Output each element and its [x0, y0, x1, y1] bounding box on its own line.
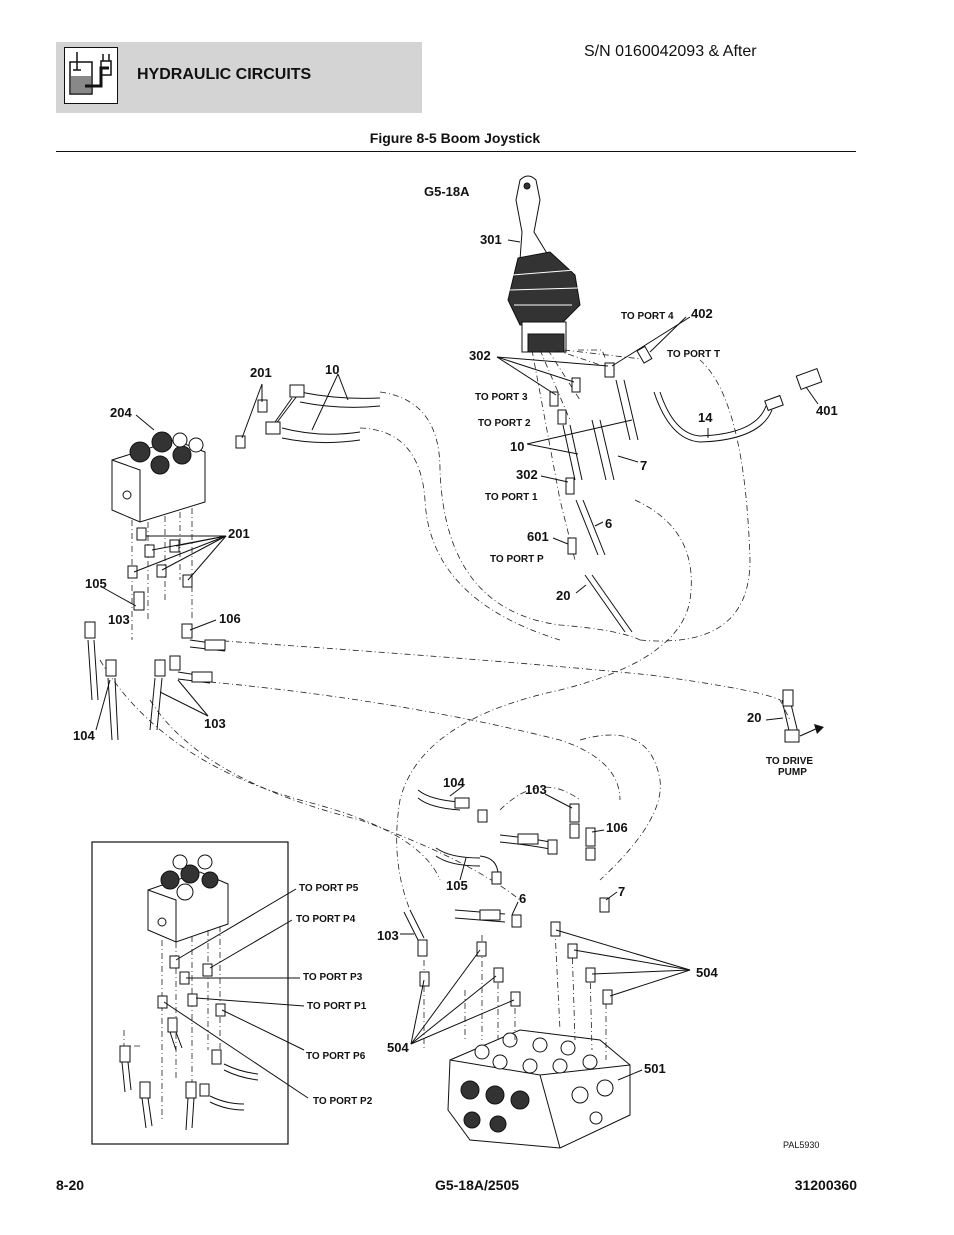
callout-103: 103: [204, 716, 226, 731]
callout-6: 6: [519, 891, 526, 906]
document-number: 31200360: [794, 1177, 857, 1193]
figure-title: Figure 8-5 Boom Joystick: [369, 130, 541, 146]
port-label-p5: TO PORT P5: [299, 883, 359, 894]
joystick-fittings: [549, 345, 653, 555]
callout-103: 103: [525, 782, 547, 797]
port-label-p6: TO PORT P6: [306, 1051, 366, 1062]
drive-pump-fitting: [781, 689, 824, 743]
callout-20: 20: [747, 710, 761, 725]
callout-201: 201: [250, 365, 272, 380]
fittings-504: [419, 921, 613, 1007]
callout-201: 201: [228, 526, 250, 541]
port-label-3: TO PORT 3: [475, 392, 528, 403]
lower-fittings: [417, 803, 610, 957]
model-footer: G5-18A/2505: [434, 1177, 520, 1193]
callout-105: 105: [85, 576, 107, 591]
callout-106: 106: [219, 611, 241, 626]
drawing-code: PAL5930: [783, 1140, 819, 1150]
callout-103: 103: [377, 928, 399, 943]
main-valve-501: [447, 1029, 631, 1149]
inset-valve-block: [147, 854, 229, 943]
port-label-p: TO PORT P: [490, 554, 544, 565]
port-label-1: TO PORT 1: [485, 492, 538, 503]
model-label: G5-18A: [424, 184, 470, 199]
callout-601: 601: [527, 529, 549, 544]
callout-504: 504: [387, 1040, 409, 1055]
port-label-p2: TO PORT P2: [313, 1096, 373, 1107]
callout-10: 10: [325, 362, 339, 377]
callout-7: 7: [618, 884, 625, 899]
callout-401: 401: [816, 403, 838, 418]
callout-105: 105: [446, 878, 468, 893]
port-label-p1: TO PORT P1: [307, 1001, 367, 1012]
callout-104: 104: [73, 728, 95, 743]
callout-301: 301: [480, 232, 502, 247]
serial-number: S/N 0160042093 & After: [584, 43, 757, 60]
callout-504: 504: [696, 965, 718, 980]
callout-501: 501: [644, 1061, 666, 1076]
callout-402: 402: [691, 306, 713, 321]
inset-detail-box: [91, 841, 289, 1145]
inset-fittings: [119, 955, 226, 1099]
callout-104: 104: [443, 775, 465, 790]
valve-block-204: [111, 431, 206, 523]
section-title: HYDRAULIC CIRCUITS: [137, 66, 312, 83]
callout-14: 14: [698, 410, 713, 425]
callout-20: 20: [556, 588, 570, 603]
port-label-t: TO PORT T: [667, 349, 720, 360]
callout-302: 302: [469, 348, 491, 363]
fitting-401: [764, 368, 823, 412]
callout-6: 6: [605, 516, 612, 531]
callout-106: 106: [606, 820, 628, 835]
callout-103: 103: [108, 612, 130, 627]
joystick-301: [507, 175, 581, 353]
port-label-2: TO PORT 2: [478, 418, 531, 429]
callout-10: 10: [510, 439, 524, 454]
callout-204: 204: [110, 405, 132, 420]
header-divider: [56, 151, 856, 152]
port-label-p4: TO PORT P4: [296, 914, 356, 925]
port-label-p3: TO PORT P3: [303, 972, 363, 983]
page-number: 8-20: [56, 1177, 85, 1193]
drive-pump-label-line2: PUMP: [778, 767, 807, 778]
callout-7: 7: [640, 458, 647, 473]
callout-302: 302: [516, 467, 538, 482]
section-header: HYDRAULIC CIRCUITS: [56, 42, 422, 113]
leader-lines: [95, 239, 819, 1099]
port-label-4: TO PORT 4: [621, 311, 674, 322]
hydraulic-circuit-icon: [64, 47, 118, 104]
drive-pump-label-line1: TO DRIVE: [766, 756, 813, 767]
